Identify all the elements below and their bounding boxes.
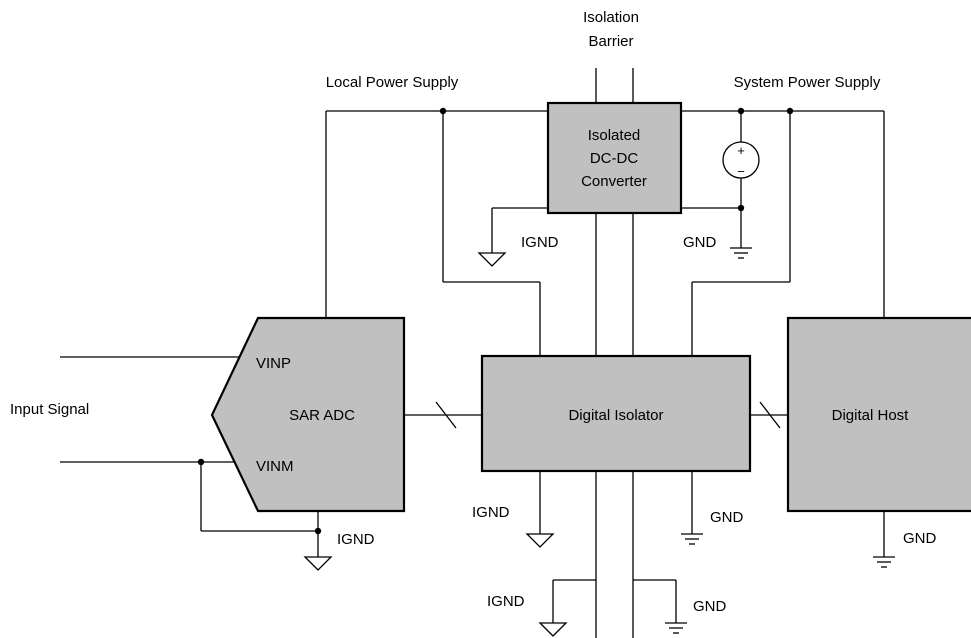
digital-host-label: Digital Host <box>832 407 910 424</box>
isolated-ground-icon <box>538 622 568 637</box>
junction-dot <box>737 204 745 212</box>
sar-adc <box>210 316 406 513</box>
isolation-barrier-label-line2: Barrier <box>588 33 633 50</box>
local-power-supply-wires <box>325 107 548 356</box>
system-power-supply-label: System Power Supply <box>734 74 881 91</box>
gnd-isolator-label: GND <box>710 509 744 526</box>
bottom-ground-wires <box>552 579 677 623</box>
vinm-label: VINM <box>256 458 294 475</box>
converter-label-line3: Converter <box>581 173 647 190</box>
junction-dot <box>197 458 205 466</box>
ground-icon <box>665 622 687 634</box>
isolated-ground-icon <box>525 533 555 548</box>
voltage-source-icon: + − <box>722 141 760 179</box>
voltage-source-plus: + <box>737 143 745 158</box>
vinp-label: VINP <box>256 355 291 372</box>
isolated-dc-dc-converter <box>546 101 683 215</box>
system-power-supply-wires <box>681 107 885 356</box>
voltage-source-minus: − <box>737 164 745 179</box>
adc-isolator-bus <box>404 401 482 429</box>
sar-adc-label: SAR ADC <box>289 407 355 424</box>
input-signal-wires <box>60 356 322 557</box>
gnd-converter-label: GND <box>683 234 717 251</box>
isolation-barrier-label-line1: Isolation <box>583 9 639 26</box>
junction-dot <box>786 107 794 115</box>
input-signal-label: Input Signal <box>10 401 89 418</box>
converter-label-line2: DC-DC <box>590 150 638 167</box>
junction-dot <box>439 107 447 115</box>
junction-dot <box>314 527 322 535</box>
isolated-ground-icon <box>303 556 333 571</box>
ignd-isolator-label: IGND <box>472 504 510 521</box>
isolator-host-bus <box>750 401 788 429</box>
ground-icon <box>730 247 752 259</box>
isolator-ground-wires <box>539 471 693 534</box>
gnd-bottom-label: GND <box>693 598 727 615</box>
digital-isolator-label: Digital Isolator <box>568 407 663 424</box>
ignd-converter-label: IGND <box>521 234 559 251</box>
isolated-ground-wires <box>491 207 548 253</box>
ignd-bottom-label: IGND <box>487 593 525 610</box>
digital-isolator <box>480 354 752 473</box>
ignd-adc-label: IGND <box>337 531 375 548</box>
converter-label-line1: Isolated <box>588 127 641 144</box>
digital-host <box>786 316 971 513</box>
isolated-ground-icon <box>477 252 507 267</box>
ground-icon <box>681 533 703 545</box>
local-power-supply-label: Local Power Supply <box>326 74 459 91</box>
gnd-host-label: GND <box>903 530 937 547</box>
ground-icon <box>873 556 895 568</box>
junction-dot <box>737 107 745 115</box>
